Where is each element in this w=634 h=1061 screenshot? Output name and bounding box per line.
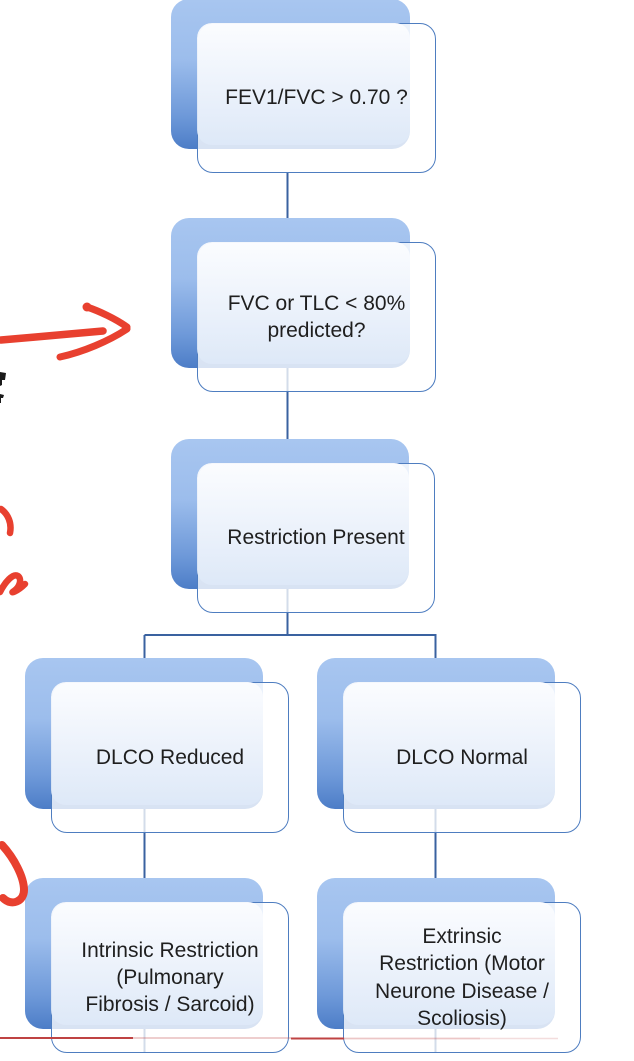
node-label: DLCO Normal (396, 745, 528, 769)
red-arrow-head-lower (56, 325, 131, 361)
flow-node-restriction-present: Restriction Present (171, 439, 435, 613)
flow-node-fev1-fvc: FEV1/FVC > 0.70 ? (171, 0, 436, 173)
red-squiggle-annotation (0, 505, 29, 596)
node-label: FVC or TLC < 80% predicted? (227, 291, 406, 342)
text-fragment-lower (0, 394, 4, 403)
red-arrow-head-dot (82, 302, 92, 312)
node-card-fill (197, 23, 410, 145)
flow-node-fvc-tlc: FVC or TLC < 80% predicted? (171, 218, 436, 392)
node-card: FEV1/FVC > 0.70 ? (197, 23, 436, 173)
node-card-fill (197, 463, 409, 585)
red-hook-annotation (0, 841, 29, 907)
node-card-fill (51, 682, 263, 805)
red-arrow-shaft (0, 327, 107, 344)
clipped-text-fragment (0, 372, 6, 403)
red-arrow-annotation (0, 302, 131, 361)
node-card: Intrinsic Restriction (Pulmonary Fibrosi… (51, 902, 289, 1053)
red-arrow-head-upper (83, 303, 131, 331)
red-squiggle-lower (0, 572, 29, 596)
node-card-fill (197, 242, 410, 364)
node-label: FEV1/FVC > 0.70 ? (225, 86, 408, 110)
node-card-fill (343, 902, 555, 1025)
red-squiggle-upper (0, 505, 14, 537)
node-label: Intrinsic Restriction (Pulmonary Fibrosi… (81, 938, 259, 1017)
flow-node-intrinsic-restriction: Intrinsic Restriction (Pulmonary Fibrosi… (25, 878, 289, 1053)
node-card: FVC or TLC < 80% predicted? (197, 242, 436, 392)
flow-node-dlco-normal: DLCO Normal (317, 658, 581, 833)
node-label: DLCO Reduced (95, 745, 245, 769)
node-card: DLCO Normal (343, 682, 581, 833)
node-card-fill (51, 902, 263, 1025)
node-card: Extrinsic Restriction (Motor Neurone Dis… (343, 902, 581, 1053)
text-fragment-upper (0, 372, 6, 386)
flow-node-dlco-reduced: DLCO Reduced (25, 658, 289, 833)
node-label: Extrinsic Restriction (Motor Neurone Dis… (375, 924, 549, 1030)
flow-node-extrinsic-restriction: Extrinsic Restriction (Motor Neurone Dis… (317, 878, 581, 1053)
node-card-fill (343, 682, 555, 805)
node-label: Restriction Present (227, 526, 405, 550)
node-card: DLCO Reduced (51, 682, 289, 833)
node-card: Restriction Present (197, 463, 435, 613)
